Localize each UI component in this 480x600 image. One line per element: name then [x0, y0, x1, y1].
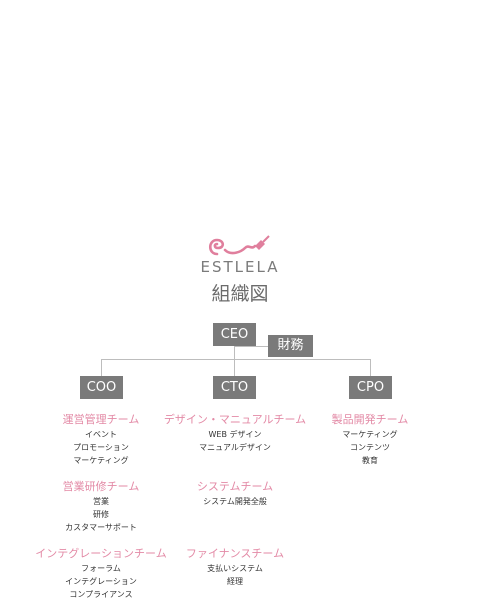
team-name: 製品開発チーム [331, 413, 409, 426]
team-item: マーケティング [73, 456, 129, 465]
team-name: 運営管理チーム [62, 413, 140, 426]
team-item: カスタマーサポート [65, 523, 137, 532]
team-item: WEB デザイン [208, 430, 262, 439]
cto-connector [234, 359, 235, 377]
team-item: フォーラム [81, 564, 121, 573]
team-item: コンプライアンス [69, 590, 133, 599]
team-name: デザイン・マニュアルチーム [163, 413, 307, 426]
team-name: 営業研修チーム [62, 480, 140, 493]
cpo-connector [370, 359, 371, 377]
team-item: 教育 [362, 456, 378, 465]
finance-connector [235, 346, 269, 347]
team-item: プロモーション [73, 443, 129, 452]
estlela-logo [0, 232, 480, 258]
coo-connector [101, 359, 102, 377]
team-item: 支払いシステム [207, 564, 263, 573]
team-item: マーケティング [342, 430, 398, 439]
team-item: システム開発全般 [203, 497, 267, 506]
team-name: システムチーム [196, 480, 274, 493]
brand-name: ESTLELA [200, 258, 280, 276]
ceo-box: CEO [213, 323, 256, 346]
top-branch-line [101, 359, 371, 360]
team-item: 営業 [93, 497, 109, 506]
team-item: 経理 [227, 577, 243, 586]
team-item: イベント [85, 430, 117, 439]
cto-box: CTO [213, 376, 256, 399]
team-name: インテグレーションチーム [35, 547, 167, 560]
ceo-connector [234, 346, 235, 360]
team-item: 研修 [93, 510, 109, 519]
team-name: ファイナンスチーム [185, 547, 285, 560]
team-item: コンテンツ [350, 443, 390, 452]
team-item: インテグレーション [65, 577, 137, 586]
page-title: 組織図 [211, 283, 269, 305]
finance-box: 財務 [268, 335, 313, 357]
team-item: マニュアルデザイン [199, 443, 271, 452]
cpo-box: CPO [349, 376, 392, 399]
coo-box: COO [80, 376, 123, 399]
